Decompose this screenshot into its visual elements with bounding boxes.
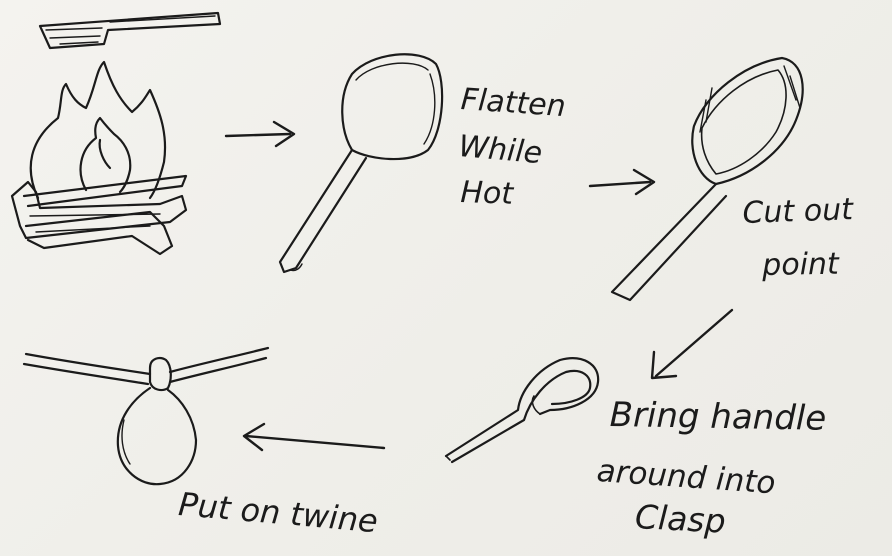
clasp-icon	[446, 358, 598, 462]
step-label-while: While	[457, 131, 543, 170]
step-label-flatten: Flatten	[460, 84, 567, 123]
arrow-left-icon	[244, 424, 384, 450]
arrow-right-icon	[226, 122, 294, 146]
pendant-on-twine-icon	[24, 348, 268, 484]
step-label-hot: Hot	[460, 177, 514, 210]
spoon-blank-icon	[40, 13, 220, 48]
step-label-clasp: Clasp	[634, 500, 726, 539]
step-label-point: point	[762, 249, 839, 282]
step-label-cut-out: Cut out	[742, 194, 853, 229]
step-label-bring-handle: Bring handle	[609, 398, 826, 437]
flattened-spoon-icon	[280, 54, 442, 272]
campfire-icon	[12, 62, 186, 254]
arrow-right-icon	[590, 170, 654, 194]
arrow-down-left-icon	[652, 310, 732, 378]
